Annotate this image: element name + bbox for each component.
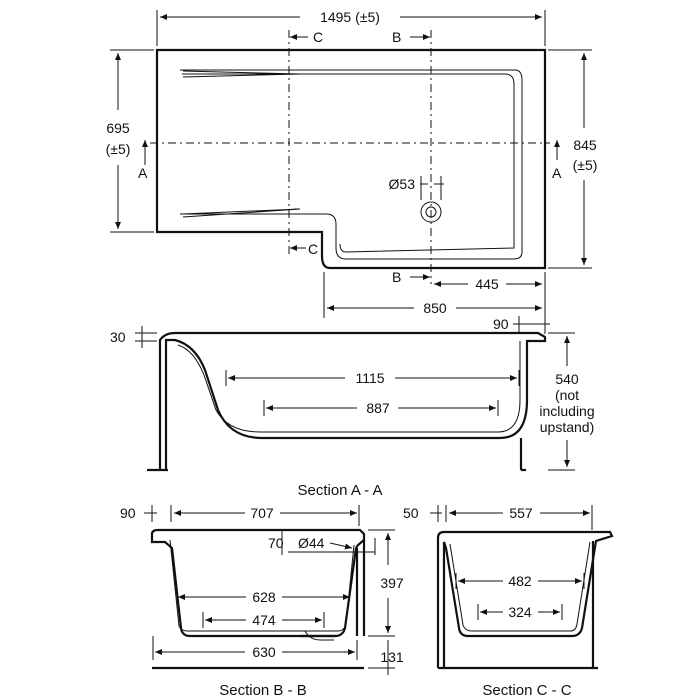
bb-height-label: 397 — [380, 575, 404, 591]
section-aa-inner — [177, 341, 521, 433]
right-height-tolerance: (±5) — [573, 157, 598, 173]
cc-bottom-width-label: 324 — [508, 604, 532, 620]
left-height-label: 695 — [106, 120, 130, 136]
plan-outer-outline — [155, 48, 547, 270]
section-bb-outer — [150, 528, 366, 638]
bb-foot-label: 131 — [380, 649, 404, 665]
waste-diameter-label: Ø53 — [389, 176, 416, 192]
section-bb-caption: Section B - B — [219, 682, 307, 699]
section-bb-waste-pipe — [304, 630, 334, 641]
aa-inner-top-label: 1115 — [355, 370, 384, 386]
plan-backrest-bottom — [182, 208, 301, 218]
bb-waste-leader — [329, 542, 353, 550]
section-c-top-label: C — [313, 29, 323, 45]
aa-rim-label: 30 — [110, 329, 126, 345]
bb-top-width-label: 707 — [250, 505, 274, 521]
aa-height-note-3: upstand) — [540, 419, 594, 435]
overall-width-label: 1495 (±5) — [320, 9, 380, 25]
section-aa-outer — [158, 331, 547, 470]
bb-waste-offset-label: 70 — [268, 535, 284, 551]
section-aa: 30 90 1115 887 540 (not including upstan… — [110, 316, 595, 499]
aa-height-label: 540 — [555, 371, 579, 387]
left-height-tolerance: (±5) — [106, 141, 131, 157]
aa-height-note-1: (not — [555, 387, 579, 403]
aa-height-note-2: including — [539, 403, 594, 419]
section-c-bottom-label: C — [308, 241, 318, 257]
plan-inner-highlight — [182, 73, 515, 253]
bb-bottom-width-label: 474 — [252, 612, 276, 628]
section-cc: 50 557 482 324 Section C - C — [403, 505, 614, 699]
section-a-right-label: A — [552, 165, 562, 181]
cc-mid-width-label: 482 — [508, 573, 532, 589]
cc-upstand-label: 50 — [403, 505, 419, 521]
cc-top-width-label: 557 — [509, 505, 533, 521]
bb-upstand-label: 90 — [120, 505, 136, 521]
section-bb: 90 707 70 Ø44 628 474 630 — [120, 505, 404, 699]
section-cc-inner — [449, 541, 591, 632]
section-a-left-label: A — [138, 165, 148, 181]
section-cc-caption: Section C - C — [482, 682, 571, 699]
aa-upstand-label: 90 — [493, 316, 509, 332]
bb-base-width-label: 630 — [252, 644, 276, 660]
bb-mid-width-label: 628 — [252, 589, 276, 605]
width-850-label: 850 — [423, 300, 447, 316]
plan-inner-outline — [180, 69, 523, 260]
plan-backrest-top — [182, 70, 301, 78]
plan-view: A A B B C C 1495 (±5) 695 (±5) 845 (±5) — [106, 9, 598, 318]
section-cc-outer — [436, 530, 614, 668]
section-b-top-label: B — [392, 29, 401, 45]
right-height-label: 845 — [573, 137, 597, 153]
offset-445-label: 445 — [475, 276, 499, 292]
section-b-bottom-label: B — [392, 269, 401, 285]
aa-inner-bottom-label: 887 — [366, 400, 390, 416]
bb-waste-diameter-label: Ø44 — [298, 535, 325, 551]
section-bb-inner — [169, 539, 355, 632]
section-aa-caption: Section A - A — [297, 482, 382, 499]
